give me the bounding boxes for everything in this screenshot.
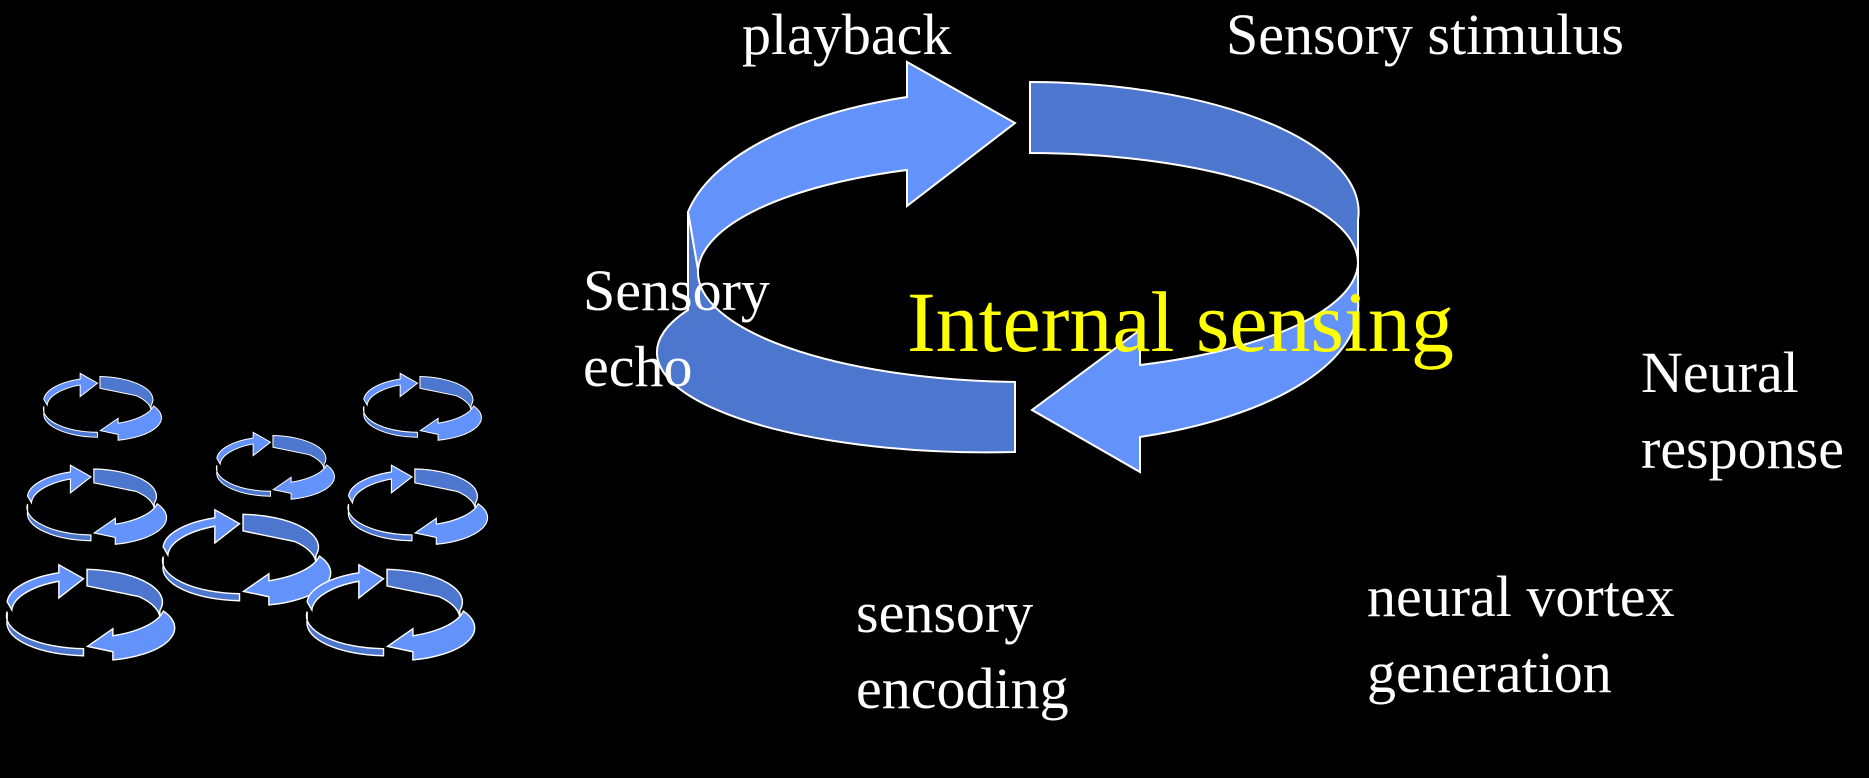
label-sensory-echo-line1: Sensory bbox=[583, 258, 770, 323]
diagram-title: Internal sensing bbox=[907, 274, 1454, 370]
vortex-icon-6 bbox=[161, 509, 332, 606]
label-playback: playback bbox=[742, 2, 952, 67]
vortex-icon-4 bbox=[26, 464, 168, 545]
vortex-icon-2 bbox=[362, 372, 482, 441]
label-sensory-encoding-line1: sensory bbox=[856, 580, 1034, 645]
label-sensory-stimulus: Sensory stimulus bbox=[1226, 2, 1624, 67]
vortex-icon-8 bbox=[305, 564, 476, 661]
vortex-icon-3 bbox=[215, 431, 335, 500]
label-sensory-encoding-line2: encoding bbox=[856, 656, 1069, 721]
label-neural-vortex-line1: neural vortex bbox=[1367, 564, 1675, 629]
main-loop-arrow-playback bbox=[686, 60, 1017, 271]
label-neural-vortex-line2: generation bbox=[1367, 640, 1612, 705]
vortex-icon-5 bbox=[347, 464, 489, 545]
main-loop-band-bottom-left bbox=[655, 211, 1016, 454]
label-sensory-echo-line2: echo bbox=[583, 334, 693, 399]
label-neural-response-line1: Neural bbox=[1641, 340, 1799, 405]
main-loop-arrow-neural bbox=[1030, 262, 1360, 474]
vortex-icon-7 bbox=[5, 564, 176, 661]
main-loop-band-top-right bbox=[1029, 80, 1360, 264]
vortex-icon-1 bbox=[42, 372, 162, 441]
label-neural-response-line2: response bbox=[1641, 416, 1844, 481]
